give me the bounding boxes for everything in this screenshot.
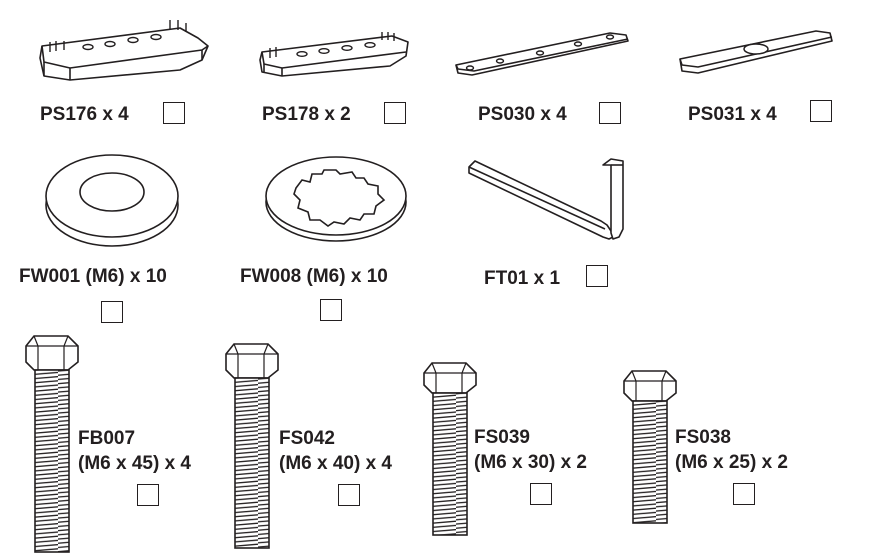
ps178-checkbox[interactable] xyxy=(384,102,406,124)
fs042-label: FS042 (M6 x 40) x 4 xyxy=(279,426,392,476)
ps176-spacer-icon xyxy=(39,20,209,81)
fs038-spec: (M6 x 25) x 2 xyxy=(675,452,788,473)
fb007-code: FB007 xyxy=(78,428,136,449)
fs042-bolt-icon xyxy=(225,343,279,549)
fw008-label: FW008 (M6) x 10 xyxy=(240,266,388,287)
ps178-spacer-icon xyxy=(259,32,409,77)
fw008-lock-washer-icon xyxy=(265,156,407,242)
ps031-checkbox[interactable] xyxy=(810,100,832,122)
fs042-spec: (M6 x 40) x 4 xyxy=(279,453,392,474)
fw008-checkbox[interactable] xyxy=(320,299,342,321)
ft01-hex-key-icon xyxy=(468,158,624,240)
ps176-checkbox[interactable] xyxy=(163,102,185,124)
fw001-label: FW001 (M6) x 10 xyxy=(19,266,167,287)
fs039-code: FS039 xyxy=(474,427,530,448)
ps030-checkbox[interactable] xyxy=(599,102,621,124)
fs038-code: FS038 xyxy=(675,427,731,448)
fs038-bolt-icon xyxy=(623,370,677,524)
ft01-checkbox[interactable] xyxy=(586,265,608,287)
fs042-code: FS042 xyxy=(279,428,335,449)
fs038-label: FS038 (M6 x 25) x 2 xyxy=(675,425,788,475)
ps030-label: PS030 x 4 xyxy=(478,104,567,125)
fs039-checkbox[interactable] xyxy=(530,483,552,505)
ps176-label: PS176 x 4 xyxy=(40,104,129,125)
fs039-label: FS039 (M6 x 30) x 2 xyxy=(474,425,587,475)
fb007-checkbox[interactable] xyxy=(137,484,159,506)
ft01-label: FT01 x 1 xyxy=(484,268,561,289)
fs039-spec: (M6 x 30) x 2 xyxy=(474,452,587,473)
fb007-label: FB007 (M6 x 45) x 4 xyxy=(78,426,191,476)
fs038-checkbox[interactable] xyxy=(733,483,755,505)
ps178-label: PS178 x 2 xyxy=(262,104,351,125)
fw001-washer-icon xyxy=(45,154,179,247)
fb007-bolt-icon xyxy=(25,335,79,553)
fb007-spec: (M6 x 45) x 4 xyxy=(78,453,191,474)
fw001-checkbox[interactable] xyxy=(101,301,123,323)
fs039-bolt-icon xyxy=(423,362,477,536)
fs042-checkbox[interactable] xyxy=(338,484,360,506)
ps030-plate-icon xyxy=(455,32,629,76)
ps031-label: PS031 x 4 xyxy=(688,104,777,125)
ps031-plate-icon xyxy=(679,30,833,74)
